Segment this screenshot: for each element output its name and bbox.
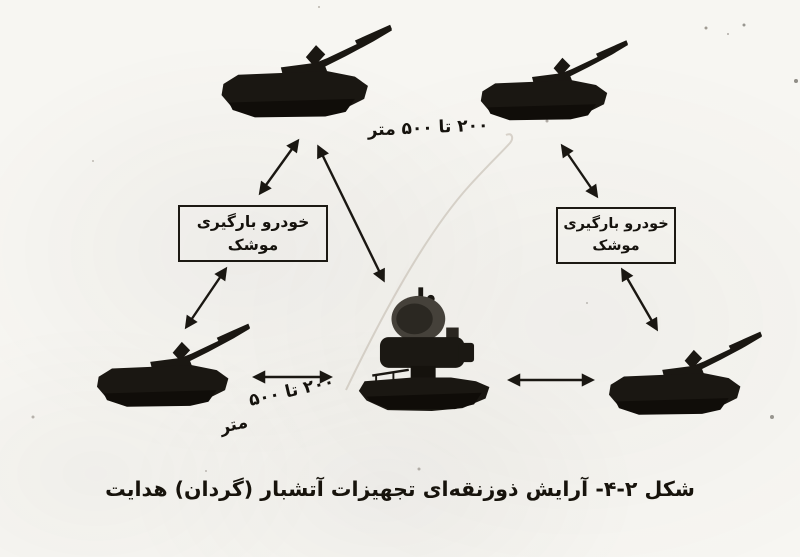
arrow-rightbox-to-bottomright [621, 267, 658, 332]
arrow-topleft-to-leftbox [258, 138, 300, 196]
arrow-topleft-to-radar [317, 144, 385, 283]
right-loader-box: خودرو بارگیری موشک [556, 207, 676, 264]
scan-scratch-artifact [345, 133, 514, 391]
missile-launcher-bottom-right-icon [604, 326, 762, 422]
missile-launcher-top-left-icon [216, 20, 392, 124]
figure-caption: شکل ۲-۴- آرایش ذوزنقه‌ای تجهیزات آتشبار … [105, 477, 695, 501]
right-loader-box-line1: خودرو بارگیری [563, 216, 669, 233]
left-loader-box: خودرو بارگیری موشک [178, 205, 328, 262]
arrow-topright-to-rightbox [560, 143, 599, 199]
right-loader-box-line2: موشک [592, 237, 640, 254]
left-loader-box-line1: خودرو بارگیری [196, 213, 310, 232]
left-loader-box-line2: موشک [227, 235, 279, 254]
arrow-leftbox-to-bottomleft [184, 266, 228, 330]
